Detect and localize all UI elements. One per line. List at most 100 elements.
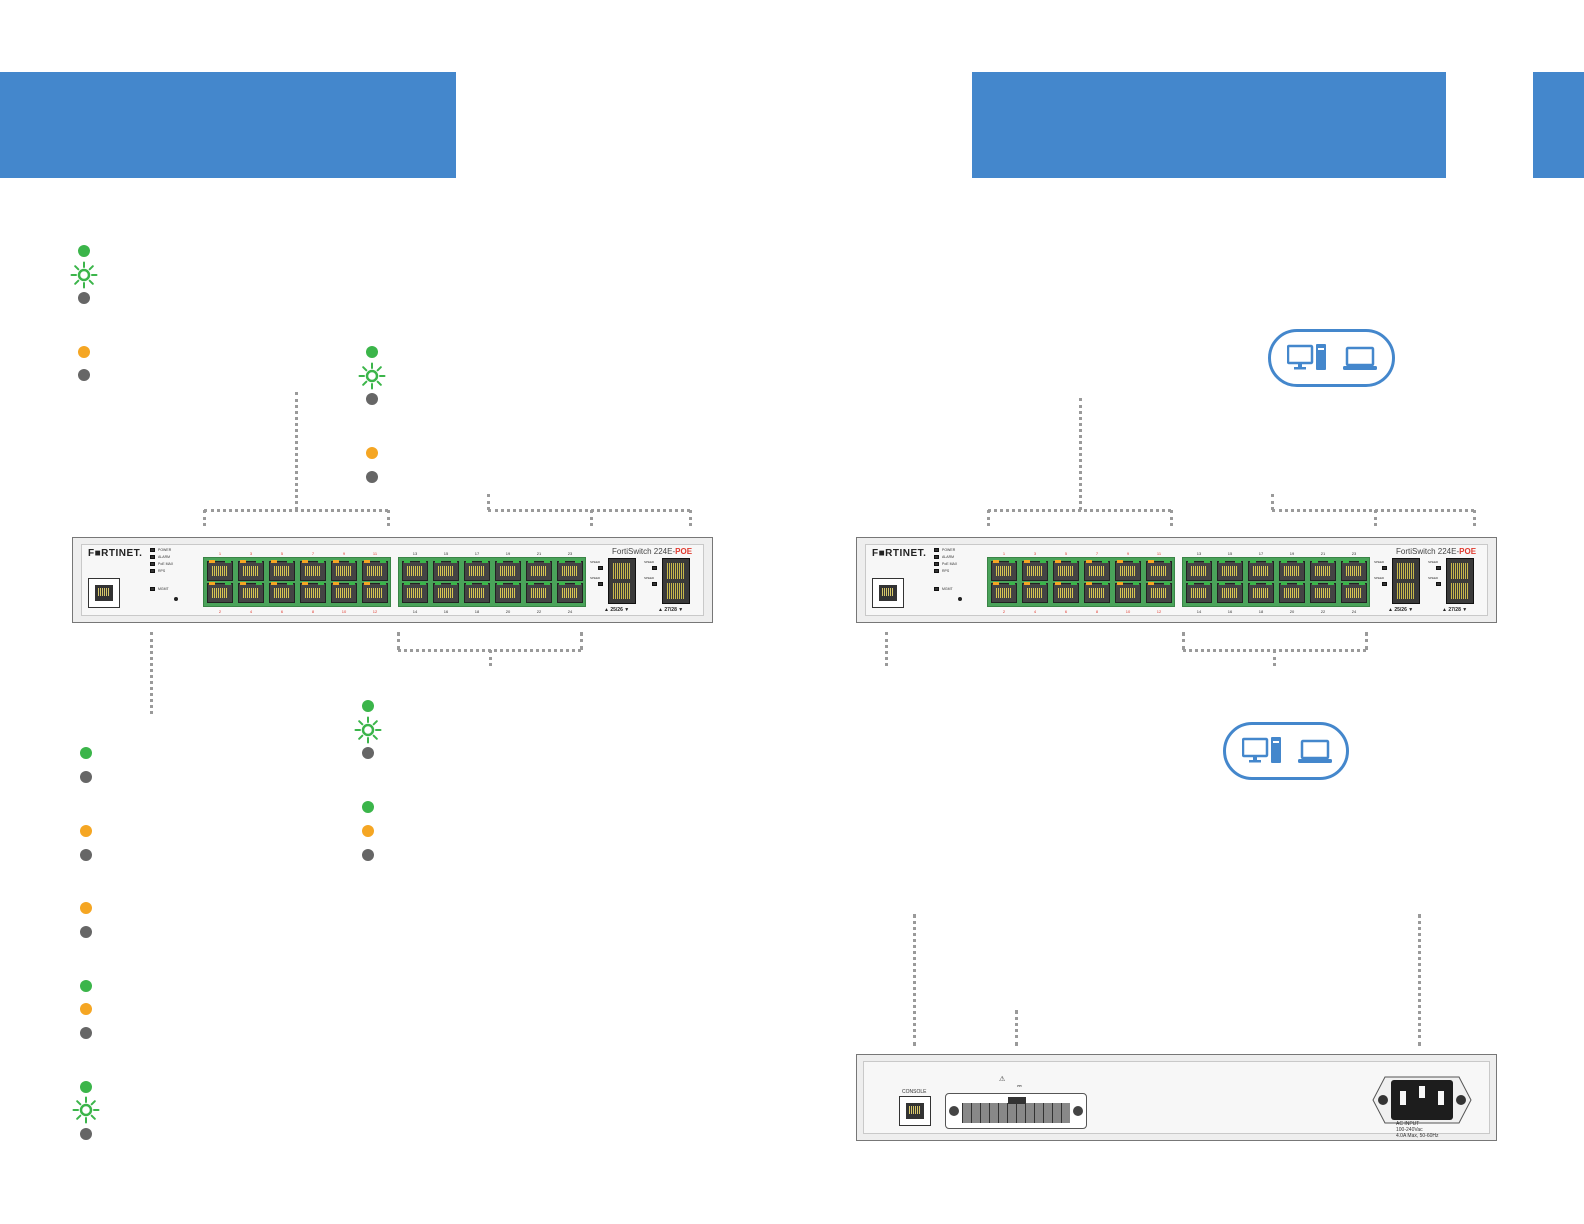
leader-line [1374,510,1377,526]
rj45-port-11[interactable] [1146,560,1172,581]
sfp-port-pair-2[interactable] [662,558,690,604]
rj45-port-10[interactable] [331,582,357,603]
mgmt-led-label: MGMT [158,587,169,591]
led-off-icon [80,1128,92,1140]
rj45-port-6[interactable] [269,582,295,603]
status-led-1 [150,555,155,559]
rj45-port-7[interactable] [1084,560,1110,581]
rj45-port-19[interactable] [1279,560,1305,581]
sfp-port-pair-1[interactable] [608,558,636,604]
rj45-port-1[interactable] [207,560,233,581]
rj45-port-7[interactable] [300,560,326,581]
rj45-port-18[interactable] [1248,582,1274,603]
rj45-port-14[interactable] [1186,582,1212,603]
leader-line [1418,914,1421,1046]
port-number-bottom: 4 [1033,609,1037,614]
rj45-port-14[interactable] [402,582,428,603]
rj45-port-21[interactable] [1310,560,1336,581]
leader-line [487,494,490,510]
header-band-right [1533,72,1584,178]
mgmt-led [934,587,939,591]
leader-line [1473,510,1476,526]
rj45-port-15[interactable] [433,560,459,581]
port-number-top: 9 [342,551,346,556]
led-solid-amber-icon [80,902,92,914]
rj45-port-20[interactable] [495,582,521,603]
rps-screw-left [949,1106,959,1116]
rj45-port-12[interactable] [1146,582,1172,603]
rj45-port-17[interactable] [464,560,490,581]
console-port[interactable] [899,1096,931,1126]
front-console-port[interactable] [872,578,904,608]
rj45-port-3[interactable] [1022,560,1048,581]
port-number-bottom: 2 [218,609,222,614]
rj45-port-24[interactable] [1341,582,1367,603]
rj45-port-2[interactable] [991,582,1017,603]
rj45-port-4[interactable] [238,582,264,603]
led-blinking-green-icon [72,1096,100,1124]
led-solid-amber-icon [78,346,90,358]
rj45-port-6[interactable] [1053,582,1079,603]
port-number-top: 13 [1196,551,1202,556]
rj45-port-19[interactable] [495,560,521,581]
led-solid-green-icon [366,346,378,358]
led-solid-green-icon [78,245,90,257]
led-off-icon [78,292,90,304]
rj45-port-4[interactable] [1022,582,1048,603]
leader-line [590,510,593,526]
rj45-port-16[interactable] [433,582,459,603]
rj45-port-1[interactable] [991,560,1017,581]
rj45-port-9[interactable] [1115,560,1141,581]
leader-line [1170,510,1173,526]
rj45-port-16[interactable] [1217,582,1243,603]
rj45-port-22[interactable] [526,582,552,603]
rj45-port-12[interactable] [362,582,388,603]
rj45-port-9[interactable] [331,560,357,581]
mgmt-led-label: MGMT [942,587,953,591]
port-number-top: 15 [1227,551,1233,556]
port-number-bottom: 14 [1196,609,1202,614]
led-off-icon [362,849,374,861]
model-suffix-poe: POE [675,547,693,556]
sfp-port-pair-1[interactable] [1392,558,1420,604]
front-console-port[interactable] [88,578,120,608]
rj45-port-23[interactable] [1341,560,1367,581]
port-number-bottom: 12 [372,609,378,614]
rj45-port-15[interactable] [1217,560,1243,581]
led-off-icon [362,747,374,759]
rj45-port-13[interactable] [1186,560,1212,581]
rj45-port-24[interactable] [557,582,583,603]
rj45-port-13[interactable] [402,560,428,581]
rj45-port-20[interactable] [1279,582,1305,603]
rj45-port-21[interactable] [526,560,552,581]
rj45-port-23[interactable] [557,560,583,581]
rj45-port-5[interactable] [269,560,295,581]
endpoint-devices-pill-bottom [1223,722,1349,780]
led-off-icon [80,926,92,938]
rj45-port-18[interactable] [464,582,490,603]
rj45-port-17[interactable] [1248,560,1274,581]
led-solid-green-icon [362,700,374,712]
rps-latch [1008,1097,1026,1104]
rj45-port-10[interactable] [1115,582,1141,603]
sfp-port-pair-2[interactable] [1446,558,1474,604]
rps-connector[interactable] [945,1093,1087,1129]
reset-button[interactable] [958,597,962,601]
rj45-port-5[interactable] [1053,560,1079,581]
port-number-bottom: 18 [474,609,480,614]
rps-symbol-icon: ⎓ [1017,1084,1022,1090]
rj45-port-8[interactable] [1084,582,1110,603]
sfp-group-label: ▲ 25/26 ▼ [1388,607,1414,613]
laptop-icon [1343,346,1377,370]
rj45-port-2[interactable] [207,582,233,603]
port-number-bottom: 12 [1156,609,1162,614]
rj45-port-8[interactable] [300,582,326,603]
ac-power-inlet[interactable] [1371,1075,1473,1125]
rj45-port-11[interactable] [362,560,388,581]
warning-icon: ⚠ [999,1076,1006,1083]
rj45-port-22[interactable] [1310,582,1336,603]
port-number-bottom: 24 [1351,609,1357,614]
reset-button[interactable] [174,597,178,601]
rj45-port-3[interactable] [238,560,264,581]
led-off-icon [366,393,378,405]
